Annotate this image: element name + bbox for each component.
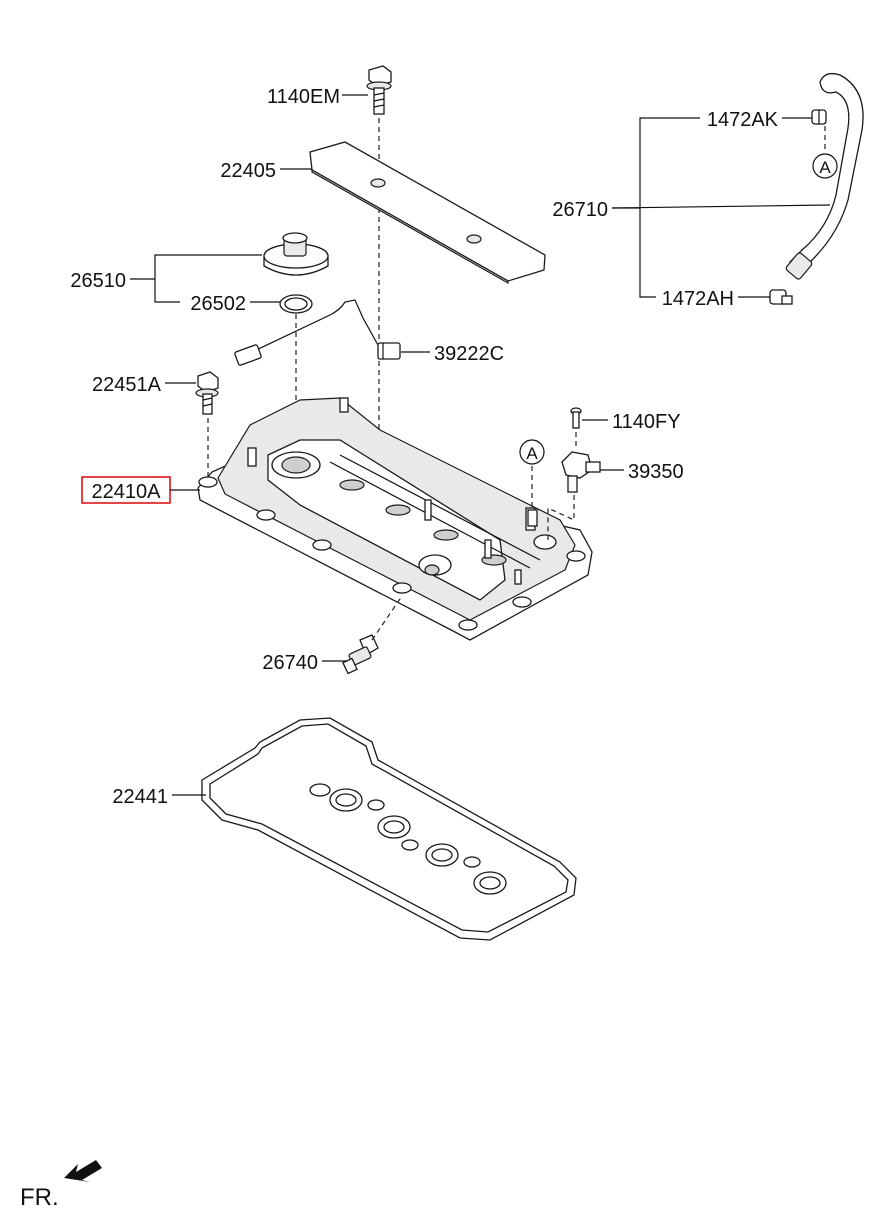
breather-hose-26710[interactable]: [785, 72, 864, 281]
front-arrow-icon: [64, 1160, 102, 1182]
bolt-1140em[interactable]: [366, 65, 392, 115]
callout-22410a[interactable]: 22410A: [92, 481, 162, 503]
oil-filler-cap-26510[interactable]: [263, 232, 329, 276]
reference-marker-a-upper: A: [812, 153, 838, 179]
cover-gasket-22441[interactable]: [201, 717, 577, 941]
front-direction-indicator: FR.: [20, 1160, 102, 1211]
callout-22441[interactable]: 22441: [112, 786, 168, 808]
cam-position-sensor-39350[interactable]: [561, 451, 601, 493]
callout-22405[interactable]: 22405: [220, 160, 276, 182]
callout-39222c[interactable]: 39222C: [434, 343, 504, 365]
sensor-harness-39222c[interactable]: [234, 299, 401, 366]
callout-26502[interactable]: 26502: [190, 293, 246, 315]
hose-clamp-1472ah[interactable]: [769, 289, 793, 305]
bolt-1140fy[interactable]: [570, 407, 582, 429]
filler-cap-gasket-26502[interactable]: [279, 294, 313, 314]
bolt-22451a[interactable]: [195, 371, 219, 415]
callout-26710[interactable]: 26710: [552, 199, 608, 221]
callout-1140em[interactable]: 1140EM: [267, 86, 340, 108]
callout-1472ah[interactable]: 1472AH: [662, 288, 734, 310]
callout-39350[interactable]: 39350: [628, 461, 684, 483]
svg-text:A: A: [819, 158, 831, 177]
svg-text:A: A: [526, 444, 538, 463]
engine-cover-plate-22405[interactable]: [309, 141, 546, 285]
front-label: FR.: [20, 1184, 59, 1211]
rocker-cover-22410a[interactable]: [197, 397, 593, 641]
callout-26740[interactable]: 26740: [262, 652, 318, 674]
reference-marker-a-lower: A: [519, 439, 545, 465]
pcv-valve-26740[interactable]: [342, 634, 379, 675]
callout-1140fy[interactable]: 1140FY: [612, 411, 681, 433]
hose-clamp-1472ak[interactable]: [811, 109, 827, 125]
callout-1472ak[interactable]: 1472AK: [707, 109, 779, 131]
callout-22451a[interactable]: 22451A: [92, 374, 162, 396]
callout-26510[interactable]: 26510: [70, 270, 126, 292]
